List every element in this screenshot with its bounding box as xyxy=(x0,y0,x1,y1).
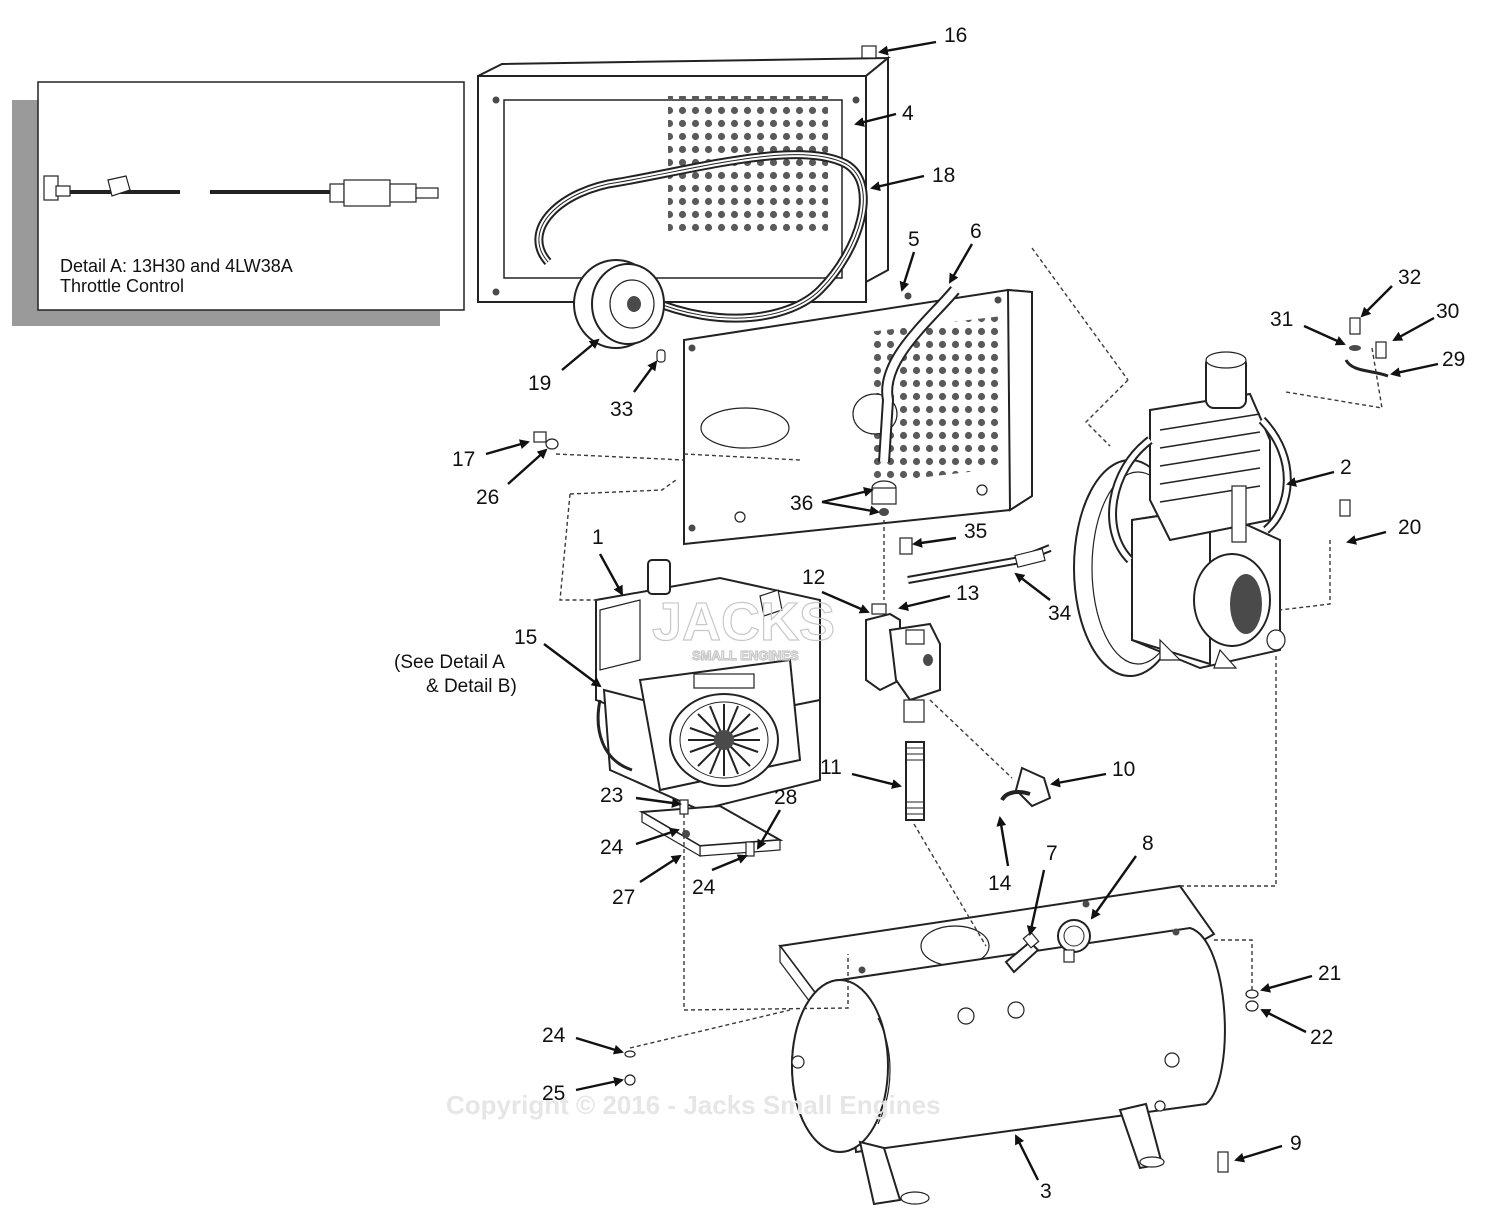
callout-17: 17 xyxy=(452,448,475,471)
callout-11: 11 xyxy=(820,756,842,779)
callout-5: 5 xyxy=(908,228,920,251)
svg-text:JACKS: JACKS xyxy=(652,592,835,652)
brand-logo: JACKS SMALL ENGINES xyxy=(651,591,835,663)
callout-31: 31 xyxy=(1270,308,1293,331)
callout-7: 7 xyxy=(1046,842,1058,865)
callout-23: 23 xyxy=(600,784,623,807)
detail-a-title-line1: Detail A: 13H30 and 4LW38A xyxy=(60,256,293,276)
elbow-fitting xyxy=(1000,766,1052,808)
callout-22: 22 xyxy=(1310,1026,1333,1049)
washer-21 xyxy=(1245,989,1259,999)
callout-33: 33 xyxy=(610,398,633,421)
washer-26 xyxy=(545,438,559,450)
callout-arrows xyxy=(485,40,1439,1181)
assembly-lead-lines xyxy=(555,247,1383,1049)
callout-20: 20 xyxy=(1398,516,1421,539)
callout-15: 15 xyxy=(514,626,537,649)
callout-26: 26 xyxy=(476,486,499,509)
unloader-fittings xyxy=(1344,317,1389,378)
callout-18: 18 xyxy=(932,164,955,187)
callout-6: 6 xyxy=(970,220,982,243)
breather-tube xyxy=(878,286,960,463)
see-detail-note-line2: & Detail B) xyxy=(426,676,517,697)
callout-8: 8 xyxy=(1142,832,1154,855)
callout-34: 34 xyxy=(1048,602,1072,625)
belt-guard-front xyxy=(683,288,1033,546)
check-valve-assembly xyxy=(865,480,941,723)
callout-29: 29 xyxy=(1442,348,1465,371)
callout-32: 32 xyxy=(1398,266,1421,289)
callout-14: 14 xyxy=(988,872,1012,895)
callout-labels: 16 4 18 5 6 19 33 17 26 2 20 32 31 30 29… xyxy=(394,24,1465,1203)
callout-2: 2 xyxy=(1340,456,1352,479)
copyright-watermark: Copyright © 2016 - Jacks Small Engines xyxy=(446,1090,941,1120)
svg-text:SMALL ENGINES: SMALL ENGINES xyxy=(692,648,799,663)
unloader-tube xyxy=(899,537,1052,584)
drain-valve-9 xyxy=(1217,1151,1229,1173)
screw-16 xyxy=(861,45,877,59)
air-tank xyxy=(778,884,1228,1206)
nut-25 xyxy=(624,1074,636,1086)
callout-24-bracket: 24 xyxy=(692,876,716,899)
nut-22 xyxy=(1245,1000,1259,1012)
callout-1: 1 xyxy=(592,526,604,549)
callout-25: 25 xyxy=(542,1082,565,1105)
callout-4: 4 xyxy=(902,102,914,125)
callout-16: 16 xyxy=(944,24,967,47)
callout-30: 30 xyxy=(1436,300,1459,323)
pipe-nipple xyxy=(905,741,925,821)
engine-pulley xyxy=(573,259,665,349)
screw-17 xyxy=(533,431,547,443)
drive-belt xyxy=(534,150,868,323)
callout-36: 36 xyxy=(790,492,813,515)
detail-a-title-line2: Throttle Control xyxy=(60,276,184,296)
small-hardware xyxy=(533,45,1351,1173)
callout-10: 10 xyxy=(1112,758,1135,781)
callout-24-tank: 24 xyxy=(542,1024,566,1047)
callout-35: 35 xyxy=(964,520,987,543)
safety-valve xyxy=(1004,931,1040,974)
callout-27: 27 xyxy=(612,886,635,909)
detail-a-box: Detail A: 13H30 and 4LW38A Throttle Cont… xyxy=(12,81,465,326)
see-detail-note-line1: (See Detail A xyxy=(394,652,505,673)
washer-24 xyxy=(624,1050,636,1058)
bolt-20 xyxy=(1339,499,1351,517)
callout-9: 9 xyxy=(1290,1132,1302,1155)
callout-19: 19 xyxy=(528,372,551,395)
throttle-cable-illustration xyxy=(43,175,439,207)
compressor-pump xyxy=(1073,351,1292,677)
gas-engine xyxy=(595,559,821,812)
callout-3: 3 xyxy=(1040,1180,1052,1203)
callout-28: 28 xyxy=(774,786,797,809)
key xyxy=(656,349,666,363)
callout-21: 21 xyxy=(1318,962,1341,985)
belt-guard-back xyxy=(477,55,891,303)
callout-12: 12 xyxy=(802,566,825,589)
callout-13: 13 xyxy=(956,582,979,605)
callout-24-engine: 24 xyxy=(600,836,624,859)
pressure-gauge xyxy=(1057,919,1091,963)
